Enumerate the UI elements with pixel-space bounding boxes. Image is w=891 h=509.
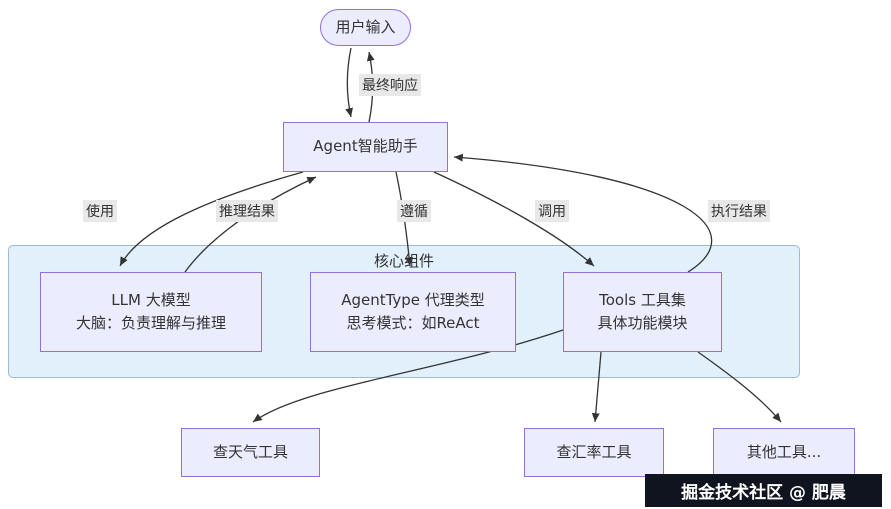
node-other-tools-label: 其他工具... — [746, 442, 822, 461]
edge-label-reasoning-result: 推理结果 — [216, 200, 278, 222]
node-weather-tool: 查天气工具 — [181, 428, 320, 477]
node-llm-title: LLM 大模型 — [111, 290, 191, 309]
node-exchange-rate-tool-label: 查汇率工具 — [556, 442, 632, 461]
node-agent-assistant: Agent智能助手 — [283, 122, 448, 172]
watermark-text: 掘金技术社区 @ 肥晨 — [681, 483, 846, 503]
edge-label-follow: 遵循 — [397, 200, 431, 222]
node-agent-type-subtitle: 思考模式：如ReAct — [346, 314, 480, 332]
node-tools-title: Tools 工具集 — [599, 290, 686, 309]
edge-label-call: 调用 — [535, 200, 569, 222]
node-other-tools: 其他工具... — [713, 428, 855, 477]
node-user-input: 用户输入 — [320, 9, 411, 46]
core-components-label: 核心组件 — [373, 252, 434, 270]
node-exchange-rate-tool: 查汇率工具 — [524, 428, 664, 477]
watermark-badge: 掘金技术社区 @ 肥晨 — [645, 474, 882, 507]
edge-label-use: 使用 — [83, 200, 117, 222]
node-agent-type-title: AgentType 代理类型 — [341, 290, 485, 309]
edge-label-execution-result: 执行结果 — [708, 200, 770, 222]
node-llm-model: LLM 大模型 大脑：负责理解与推理 — [40, 272, 262, 352]
node-agent-type: AgentType 代理类型 思考模式：如ReAct — [310, 272, 516, 352]
node-tools: Tools 工具集 具体功能模块 — [563, 272, 722, 352]
node-weather-tool-label: 查天气工具 — [212, 442, 288, 461]
edge-user-to-agent — [345, 47, 353, 118]
node-agent-assistant-label: Agent智能助手 — [313, 137, 418, 156]
node-llm-subtitle: 大脑：负责理解与推理 — [75, 314, 226, 332]
node-tools-subtitle: 具体功能模块 — [597, 314, 688, 332]
node-user-input-label: 用户输入 — [335, 17, 396, 36]
edge-label-final-response: 最终响应 — [359, 74, 421, 96]
